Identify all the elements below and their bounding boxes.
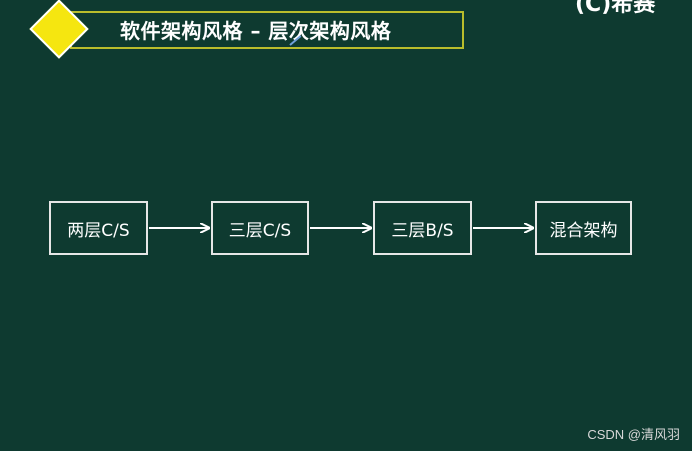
diamond-bullet-icon <box>29 0 89 59</box>
slide-title: 软件架构风格 – 层次架构风格 <box>120 19 392 43</box>
brand-logo: (C)希赛 <box>575 0 656 17</box>
flow-step-three-tier-bs: 三层B/S <box>373 201 472 255</box>
csdn-watermark: CSDN @清风羽 <box>587 427 680 442</box>
flow-step-hybrid: 混合架构 <box>535 201 632 255</box>
flow-step-three-tier-cs: 三层C/S <box>211 201 309 255</box>
flow-step-two-tier-cs: 两层C/S <box>49 201 148 255</box>
title-banner <box>70 11 464 49</box>
